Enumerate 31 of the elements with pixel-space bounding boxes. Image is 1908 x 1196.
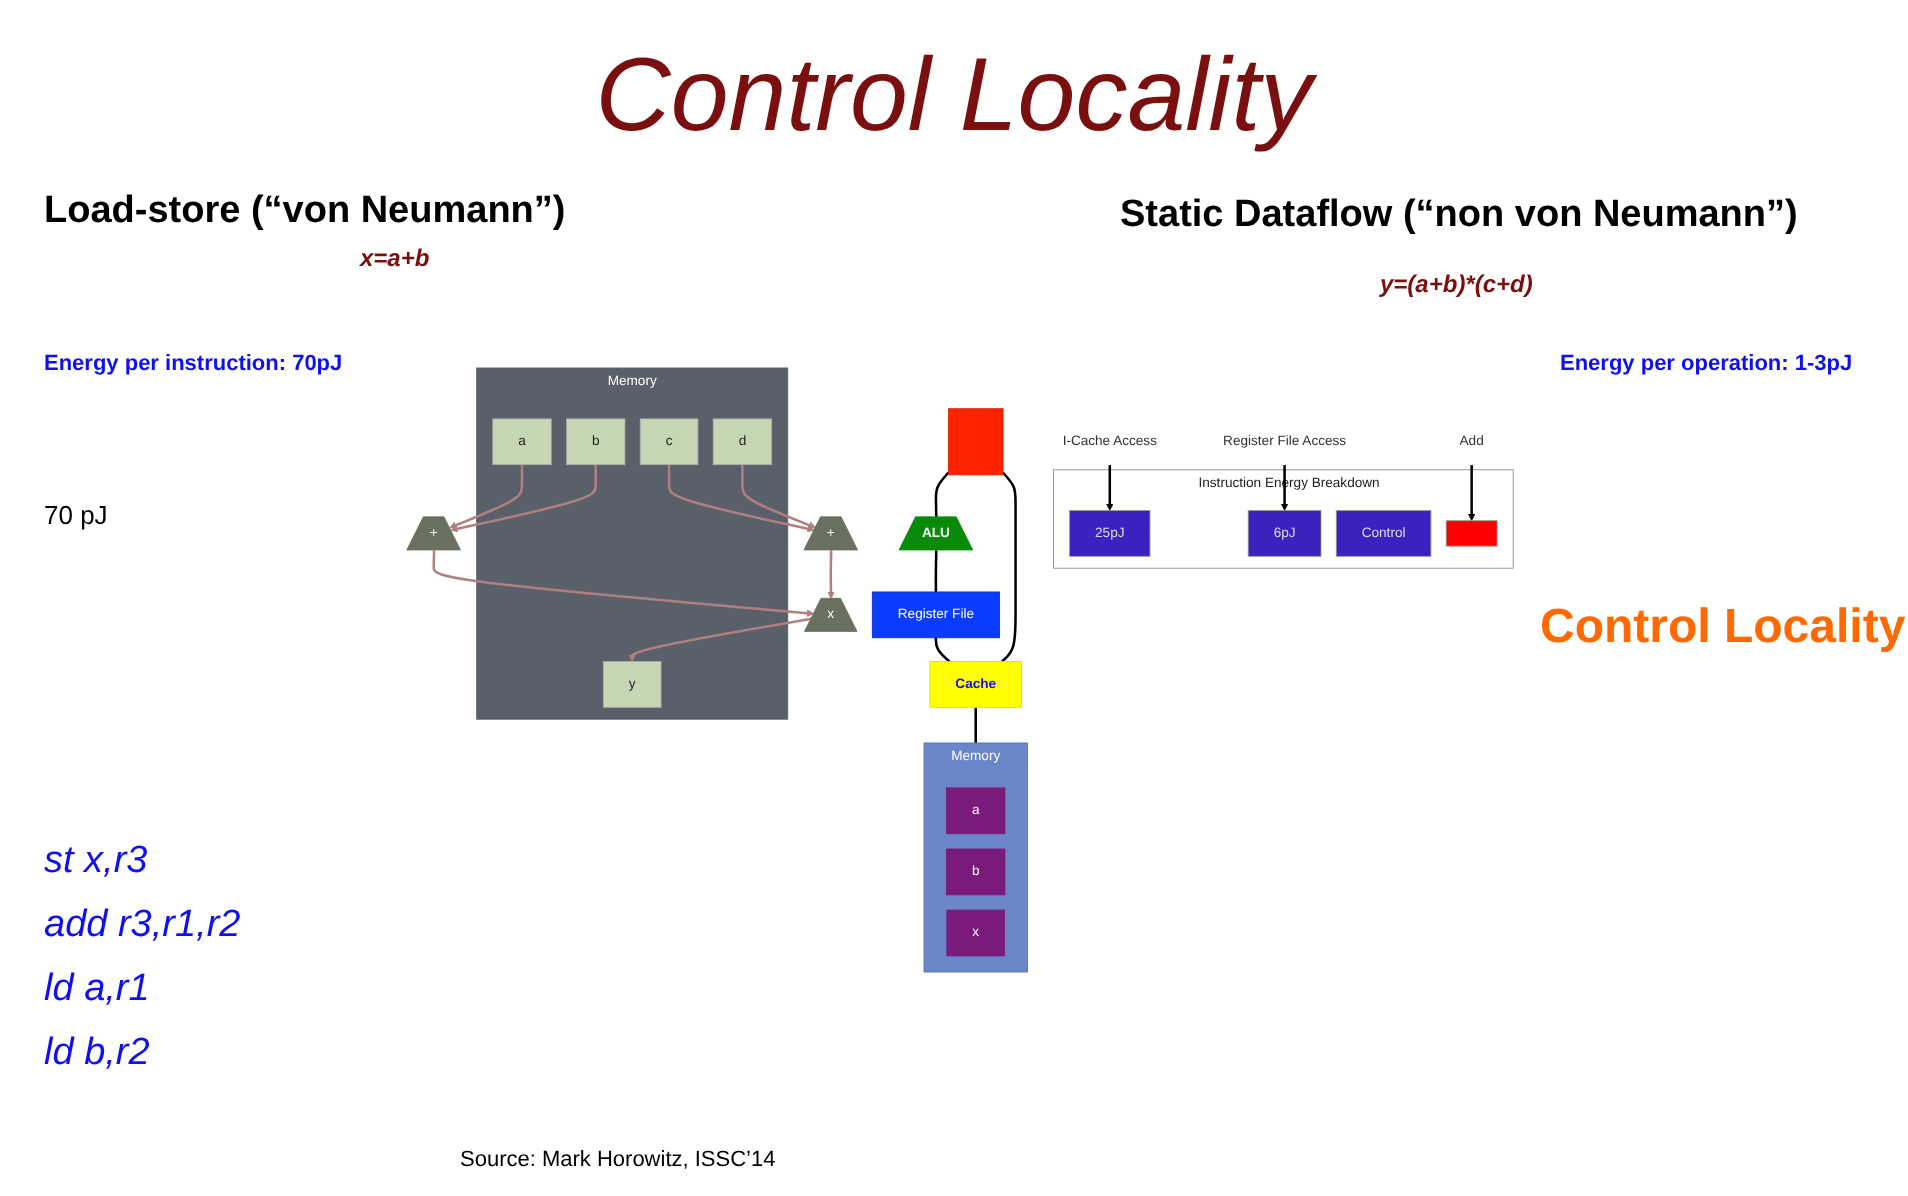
callout-heading: Control Locality [1540, 600, 1906, 656]
connector [934, 550, 938, 592]
energy-note: Energy per instruction: 70pJ [44, 352, 343, 376]
arrow [667, 464, 815, 533]
arrow [1467, 464, 1476, 521]
instruction-text: add r3,r1,r2 [44, 904, 241, 948]
connector [1001, 471, 1017, 663]
arrow [741, 464, 816, 529]
arrow [1106, 464, 1114, 511]
arrow [628, 617, 812, 662]
arrow [432, 550, 815, 617]
instruction-text: ld b,r2 [44, 1032, 150, 1076]
instruction-text: ld a,r1 [44, 968, 150, 1012]
section-heading: Static Dataflow (“non von Neumann”) [1120, 194, 1798, 238]
node-bar [1445, 520, 1498, 547]
connector [934, 471, 950, 518]
instruction-text: st x,r3 [44, 840, 148, 884]
connector [974, 707, 977, 743]
formula: y=(a+b)*(c+d) [1380, 270, 1533, 298]
arrow [827, 550, 835, 600]
slide-title: Control Locality [0, 36, 1908, 156]
arrow [1280, 464, 1289, 511]
arrow [449, 464, 524, 529]
energy-note: Energy per operation: 1-3pJ [1560, 352, 1853, 376]
node-box [947, 408, 1004, 476]
formula: x=a+b [360, 244, 430, 272]
arrow [450, 464, 597, 533]
connector [934, 637, 951, 663]
section-heading: Load-store (“von Neumann”) [44, 190, 566, 234]
total-energy-label: 70 pJ [44, 500, 108, 530]
source-caption: Source: Mark Horowitz, ISSC’14 [460, 1148, 776, 1172]
